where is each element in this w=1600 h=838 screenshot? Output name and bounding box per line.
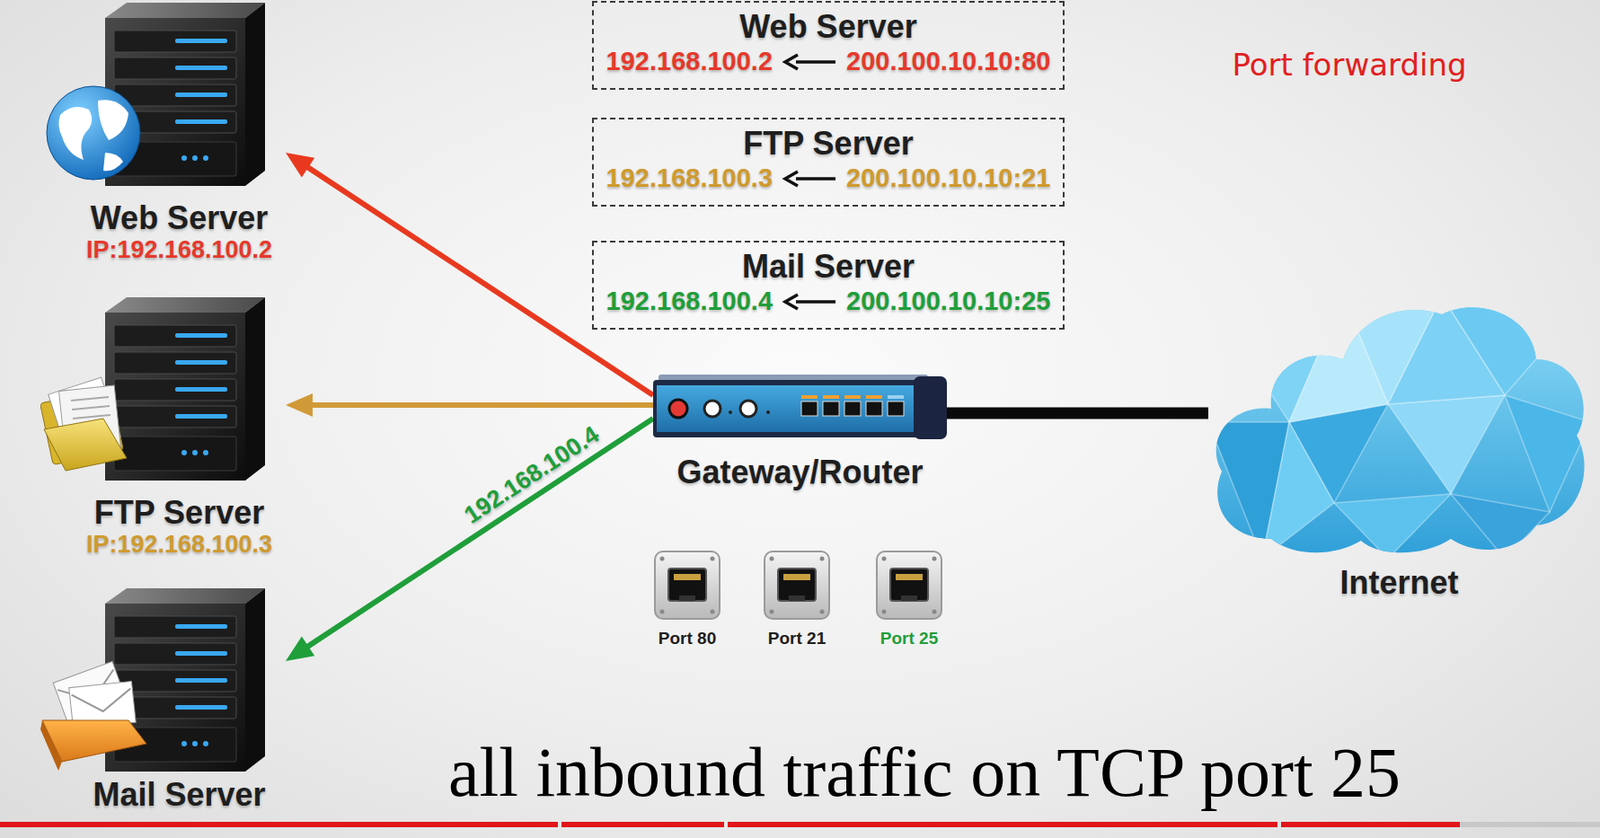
mail-server: Mail Server [40,585,286,814]
device-name: Gateway/Router [676,453,923,491]
arrow-head [285,636,315,662]
port-icon [654,551,720,619]
rule-heading: FTP Server [604,124,1052,162]
text-stack: Web ServerIP:192.168.100.2 [72,199,286,265]
connector-line [306,418,654,648]
progress-bar [0,822,1600,828]
port-label: Port 25 [880,628,938,650]
edge-label: 192.168.100.4 [459,420,605,530]
cloud-icon [1208,296,1591,559]
rule-heading: Mail Server [604,247,1052,285]
port-label: Port 21 [768,628,826,650]
rule-heading: Web Server [604,8,1052,45]
slide-caption: all inbound traffic on TCP port 25 [448,732,1401,814]
rule-row: 192.168.100.3 200.100.10.10:21 [604,161,1052,196]
ftp-server: FTP ServerIP:192.168.100.3 [40,294,286,559]
public-socket: 200.100.10.10:80 [846,44,1051,80]
rule-title: Mail Server [742,247,915,285]
port-label: Port 80 [658,628,717,650]
private-ip: 192.168.100.4 [606,284,773,319]
public-socket: 200.100.10.10:21 [846,161,1051,196]
forwarding-rule: Web Server192.168.100.2 200.100.10.10:80 [592,0,1065,90]
server-name: Mail Server [92,776,266,814]
server-name: FTP Server [94,494,265,531]
private-ip: 192.168.100.2 [606,44,773,80]
connector-line [946,407,1209,420]
web-server: Web ServerIP:192.168.100.2 [40,0,286,265]
forwarding-rule: Mail Server192.168.100.4 200.100.10.10:2… [592,240,1065,330]
private-ip: 192.168.100.3 [606,161,773,196]
rule-row: 192.168.100.2 200.100.10.10:80 [604,44,1052,80]
web-server-icon [40,0,286,189]
rule-row: 192.168.100.4 200.100.10.10:25 [604,284,1052,319]
network-name: Internet [1339,564,1459,602]
router-icon [653,372,947,442]
rule-title: Web Server [739,8,917,45]
ftp-server-icon [40,294,286,484]
server-ip: IP:192.168.100.3 [86,530,273,559]
text-stack: Gateway/Router [653,453,947,491]
gateway-router: Gateway/Router [653,372,947,491]
arrow-head [285,393,313,417]
mapping-arrow [781,52,838,72]
mapping-arrow [781,168,838,189]
text-stack: Internet [1208,564,1591,602]
mail-server-icon [40,585,286,775]
server-name: Web Server [90,199,268,237]
internet-cloud: Internet [1208,296,1591,602]
public-socket: 200.100.10.10:25 [846,284,1051,319]
port-icon [876,551,942,619]
arrow-head [285,152,315,177]
rule-title: FTP Server [742,124,913,162]
server-ip: IP:192.168.100.2 [86,236,273,265]
slide-note: Port forwarding [1231,46,1467,84]
mapping-arrow [781,291,838,312]
connector-line [306,166,654,396]
text-stack: Mail Server [72,776,286,814]
text-stack: FTP ServerIP:192.168.100.3 [72,494,286,559]
port-icon [764,551,830,619]
forward-arrow [285,393,654,417]
forwarding-rule: FTP Server192.168.100.3 200.100.10.10:21 [592,117,1065,207]
forward-arrow [285,418,654,662]
connector-line [309,402,654,408]
forward-arrow [285,152,654,396]
wan-link [946,413,1209,415]
